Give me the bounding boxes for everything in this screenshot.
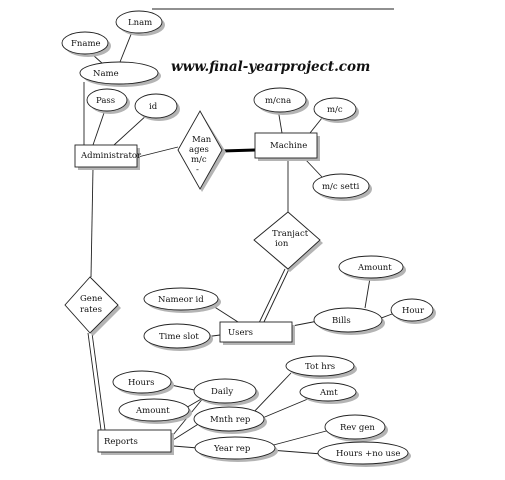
attr-time-slot: Time slot — [143, 323, 213, 351]
attr-name-label: Name — [93, 69, 119, 79]
attr-rev-gen: Rev gen — [324, 414, 388, 442]
attr-hour-label: Hour — [402, 306, 425, 316]
attr-lname: Lnam — [115, 10, 165, 36]
attr-pass: Pass — [86, 88, 130, 114]
attr-tot-hrs: Tot hrs — [285, 355, 357, 379]
attr-year-rep-label: Year rep — [213, 444, 251, 454]
relationship-transaction: Tranjact ion — [253, 211, 323, 272]
attr-daily: Daily — [193, 378, 259, 406]
relationship-manages-line-4: - — [196, 165, 199, 175]
watermark: www.final-yearproject.com — [171, 59, 370, 75]
attr-hours: Hours — [112, 370, 174, 396]
attr-mc-label: m/c — [327, 105, 343, 115]
attr-time-slot-label: Time slot — [159, 332, 199, 342]
attr-mnth-rep: Mnth rep — [193, 406, 267, 434]
attr-mcna: m/cna — [253, 87, 309, 115]
attr-bills: Bills — [313, 307, 385, 335]
relationship-generates: Gene rates — [64, 276, 121, 336]
attr-hour: Hour — [390, 298, 436, 324]
relationship-manages: Man ages m/c - — [177, 110, 226, 192]
attr-mcna-label: m/cna — [265, 96, 291, 106]
relationship-generates-line-2: rates — [80, 305, 102, 315]
attr-amt-label: Amt — [319, 388, 338, 398]
relationship-manages-line-1: Man — [192, 135, 212, 145]
attr-amount-bills: Amount — [338, 255, 406, 281]
attr-id: id — [134, 93, 180, 121]
attr-amt: Amt — [299, 382, 359, 404]
attr-hours-no-use: Hours +no use — [317, 441, 411, 467]
entity-administrator: Administrator — [74, 144, 142, 170]
attr-nameor-id: Nameor id — [143, 287, 221, 313]
attr-amount-reports: Amount — [118, 398, 192, 424]
attr-year-rep: Year rep — [194, 436, 278, 462]
relationship-manages-line-3: m/c — [191, 155, 207, 165]
attr-mc: m/c — [313, 97, 359, 123]
entity-users: Users — [219, 321, 295, 345]
entity-machine-label: Machine — [270, 141, 307, 151]
attr-mcsetti: m/c setti — [312, 173, 372, 201]
attr-bills-label: Bills — [332, 316, 351, 326]
entity-users-label: Users — [228, 328, 253, 338]
attr-rev-gen-label: Rev gen — [340, 423, 375, 433]
entity-reports: Reports — [97, 429, 174, 455]
attr-tot-hrs-label: Tot hrs — [305, 362, 335, 372]
attr-hours-label: Hours — [128, 378, 154, 388]
attr-fname-label: Fname — [71, 39, 101, 49]
entity-administrator-label: Administrator — [80, 151, 142, 161]
attr-amount-reports-label: Amount — [135, 406, 170, 416]
attr-mcsetti-label: m/c setti — [322, 182, 360, 192]
attr-pass-label: Pass — [96, 96, 115, 106]
entity-reports-label: Reports — [104, 437, 138, 447]
relationship-manages-line-2: ages — [189, 145, 209, 155]
relationship-generates-line-1: Gene — [80, 294, 102, 304]
attr-name: Name — [79, 61, 161, 87]
relationship-transaction-line-2: ion — [275, 239, 289, 249]
attr-daily-label: Daily — [211, 387, 233, 397]
attr-nameor-id-label: Nameor id — [158, 295, 204, 305]
entity-machine: Machine — [254, 132, 320, 161]
attr-amount-bills-label: Amount — [357, 263, 392, 273]
attr-id-label: id — [149, 102, 158, 112]
attr-lname-label: Lnam — [128, 18, 152, 28]
attr-mnth-rep-label: Mnth rep — [210, 415, 251, 425]
attr-fname: Fname — [61, 31, 111, 57]
relationship-transaction-line-1: Tranjact — [272, 229, 309, 239]
attr-hours-no-use-label: Hours +no use — [336, 449, 400, 459]
